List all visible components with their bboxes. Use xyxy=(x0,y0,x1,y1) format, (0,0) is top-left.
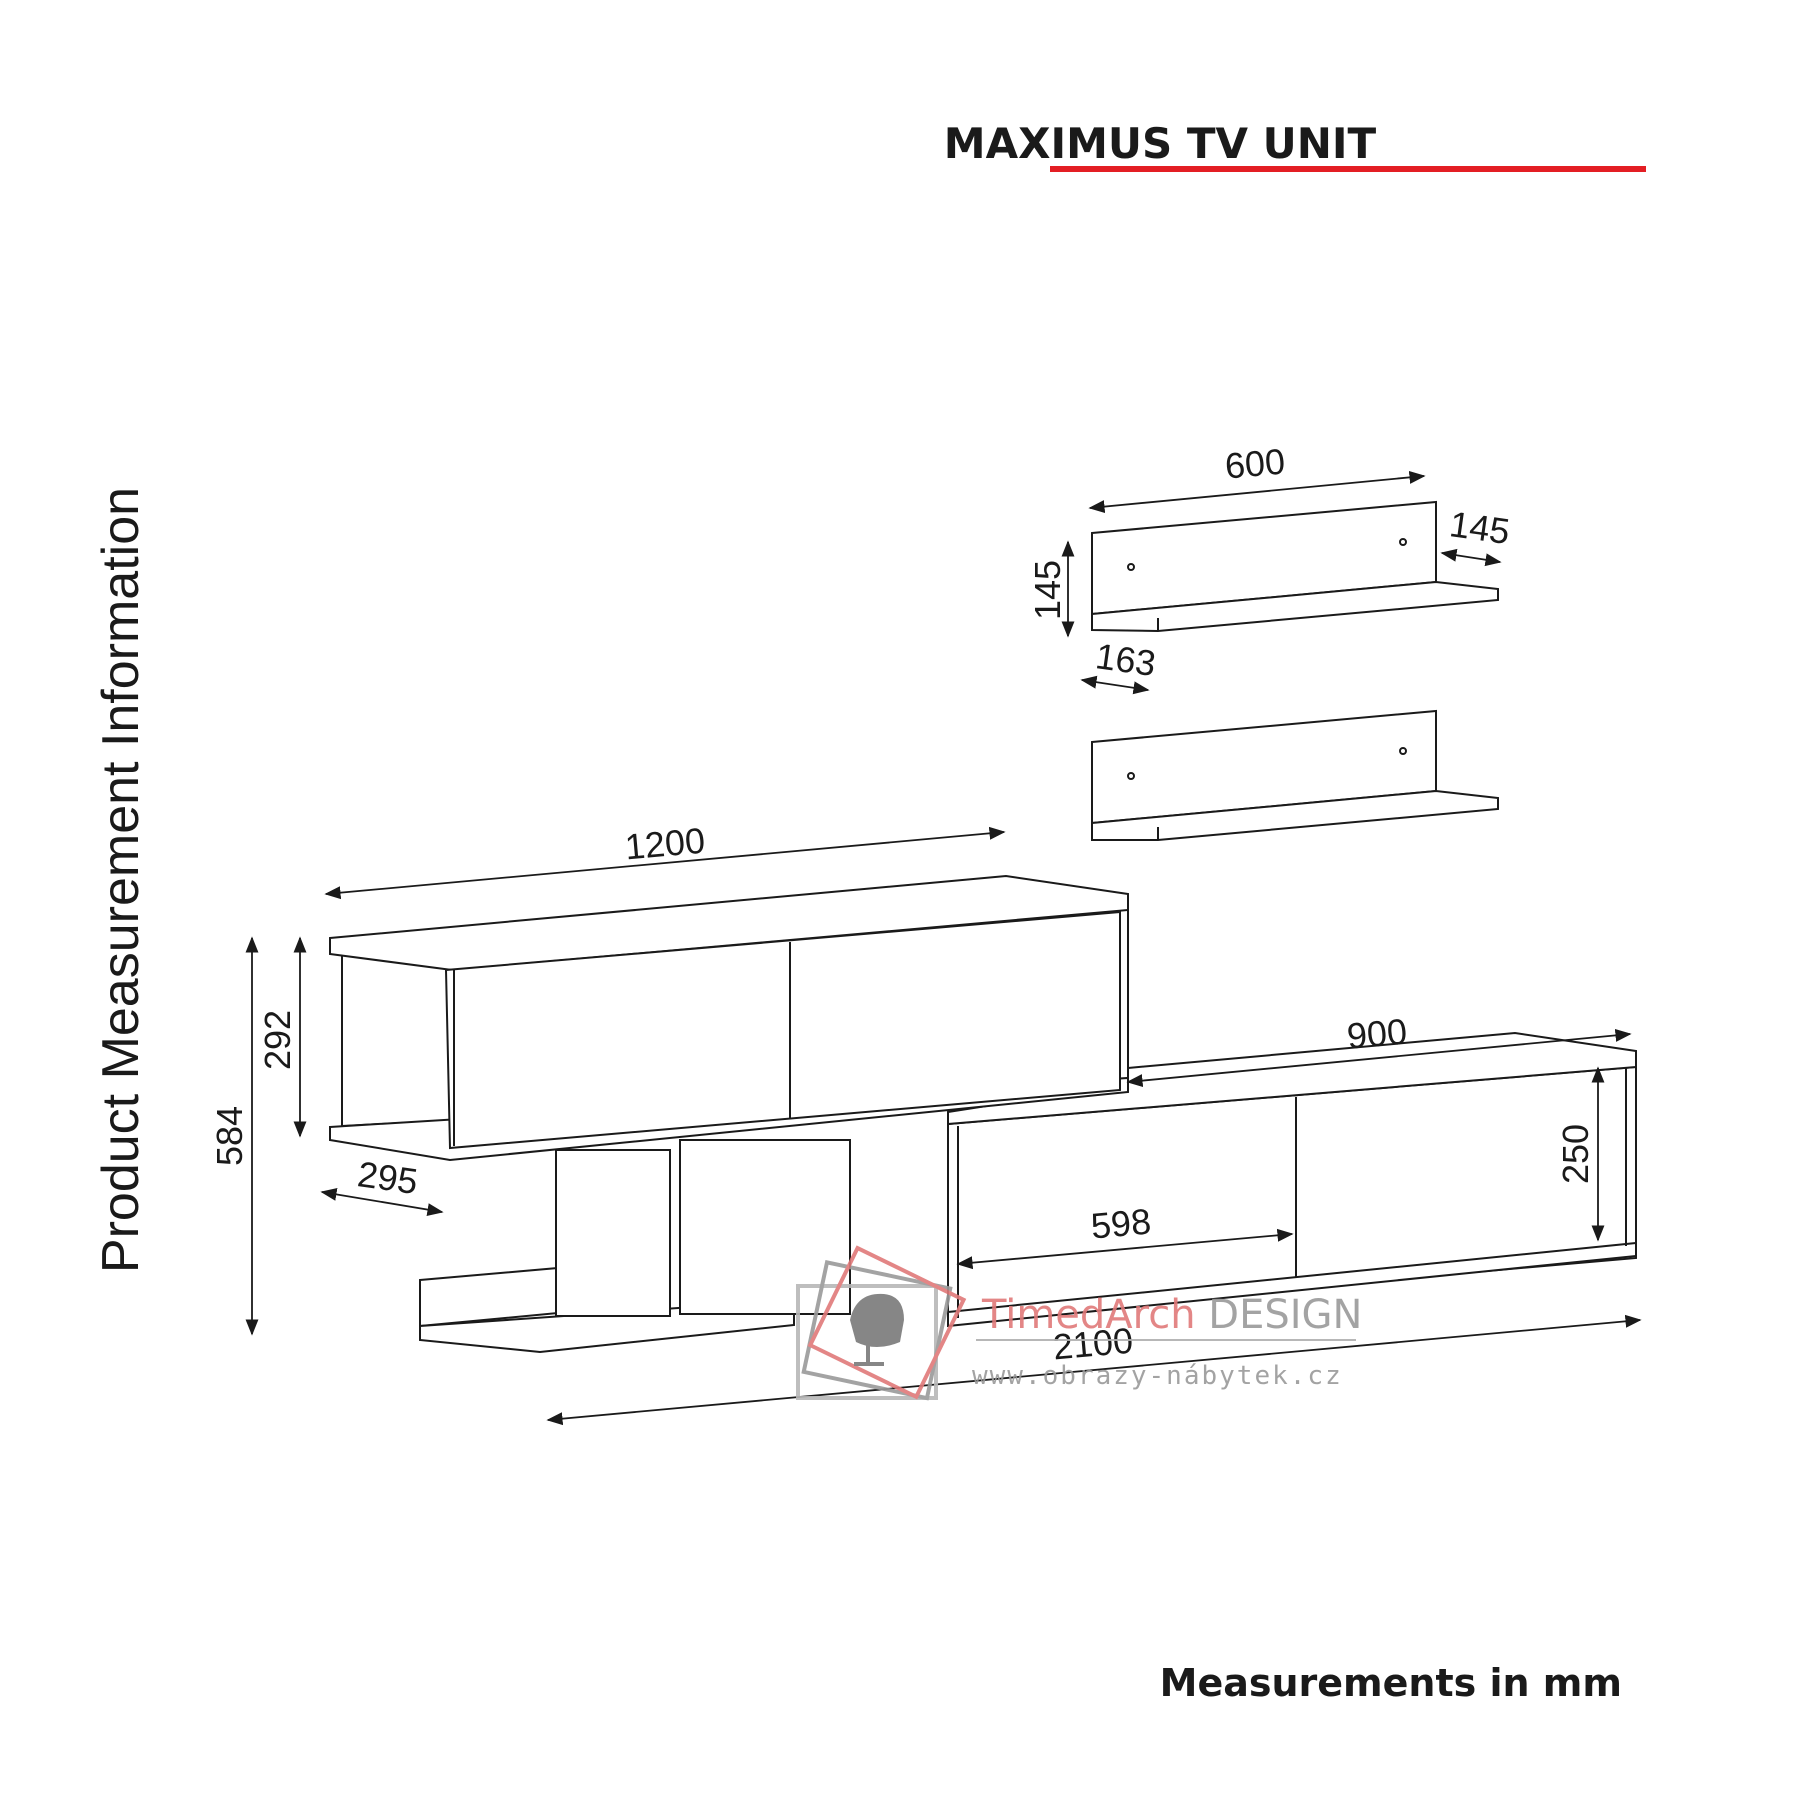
dim-top-unit-height: 292 xyxy=(257,1010,298,1070)
watermark: TimedArch DESIGN www.obrazy-nábytek.cz xyxy=(796,1245,1362,1401)
product-title: MAXIMUS TV UNIT xyxy=(944,119,1377,168)
dim-top-unit-width: 1200 xyxy=(623,820,706,868)
watermark-url: www.obrazy-nábytek.cz xyxy=(972,1361,1343,1391)
dim-total-width: 2100 xyxy=(1051,1320,1134,1368)
dimension-lines xyxy=(245,470,1642,1426)
watermark-logo-icon xyxy=(796,1245,967,1401)
dim-door-width: 598 xyxy=(1089,1201,1152,1247)
dim-shelf-depth-right: 145 xyxy=(1447,503,1512,552)
dim-bottom-unit-width: 900 xyxy=(1345,1011,1408,1057)
side-label: Product Measurement Information xyxy=(92,487,150,1273)
title-underline xyxy=(1050,166,1646,172)
dim-top-unit-depth: 295 xyxy=(355,1153,420,1202)
dim-bottom-unit-height: 250 xyxy=(1555,1124,1596,1184)
support-panels xyxy=(555,1139,851,1317)
footer-note: Measurements in mm xyxy=(1160,1661,1622,1705)
top-cabinet xyxy=(329,874,1129,1162)
dim-total-height: 584 xyxy=(209,1106,250,1166)
watermark-brand: TimedArch DESIGN xyxy=(981,1292,1362,1338)
wall-shelf-upper xyxy=(1091,500,1499,633)
dim-shelf-width: 600 xyxy=(1223,441,1286,487)
wall-shelf-lower xyxy=(1091,709,1499,841)
dim-shelf-height: 145 xyxy=(1027,560,1068,620)
dim-shelf-depth-left: 163 xyxy=(1093,635,1158,684)
